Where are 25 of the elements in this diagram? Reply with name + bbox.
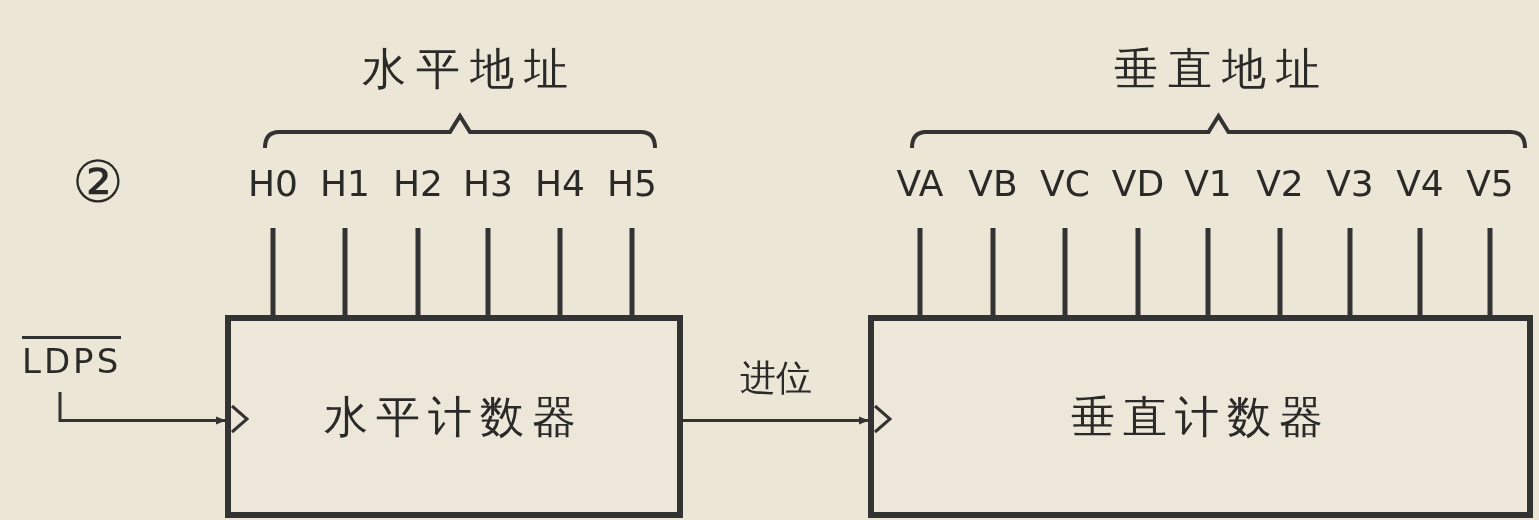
group-title: 水平地址	[362, 42, 578, 96]
arrow	[683, 416, 869, 425]
block-label: 水平计数器	[324, 389, 584, 443]
pin-name: VA	[896, 163, 944, 204]
pin-name: V2	[1256, 163, 1304, 204]
pin-name: V1	[1184, 163, 1232, 204]
pin-name: H4	[535, 163, 585, 204]
counter-block	[868, 315, 1533, 518]
figure-number: ②	[72, 148, 124, 216]
pin-name: V3	[1326, 163, 1374, 204]
group-title: 垂直地址	[1114, 42, 1330, 96]
pin-name: H2	[393, 163, 443, 204]
pin-name: V4	[1396, 163, 1444, 204]
pin-name: H1	[320, 163, 370, 204]
pin-name: H5	[607, 163, 657, 204]
arrow	[58, 392, 226, 425]
block-label: 垂直计数器	[1070, 389, 1331, 443]
signal-name: LDPS	[22, 336, 122, 381]
pin-name: VB	[968, 163, 1018, 204]
pin-name: VD	[1111, 163, 1165, 204]
pin-name: VC	[1040, 163, 1090, 204]
counter-block	[225, 315, 683, 518]
pin-name: H0	[248, 163, 298, 204]
pin-name: V5	[1466, 163, 1514, 204]
pin-name: H3	[463, 163, 513, 204]
